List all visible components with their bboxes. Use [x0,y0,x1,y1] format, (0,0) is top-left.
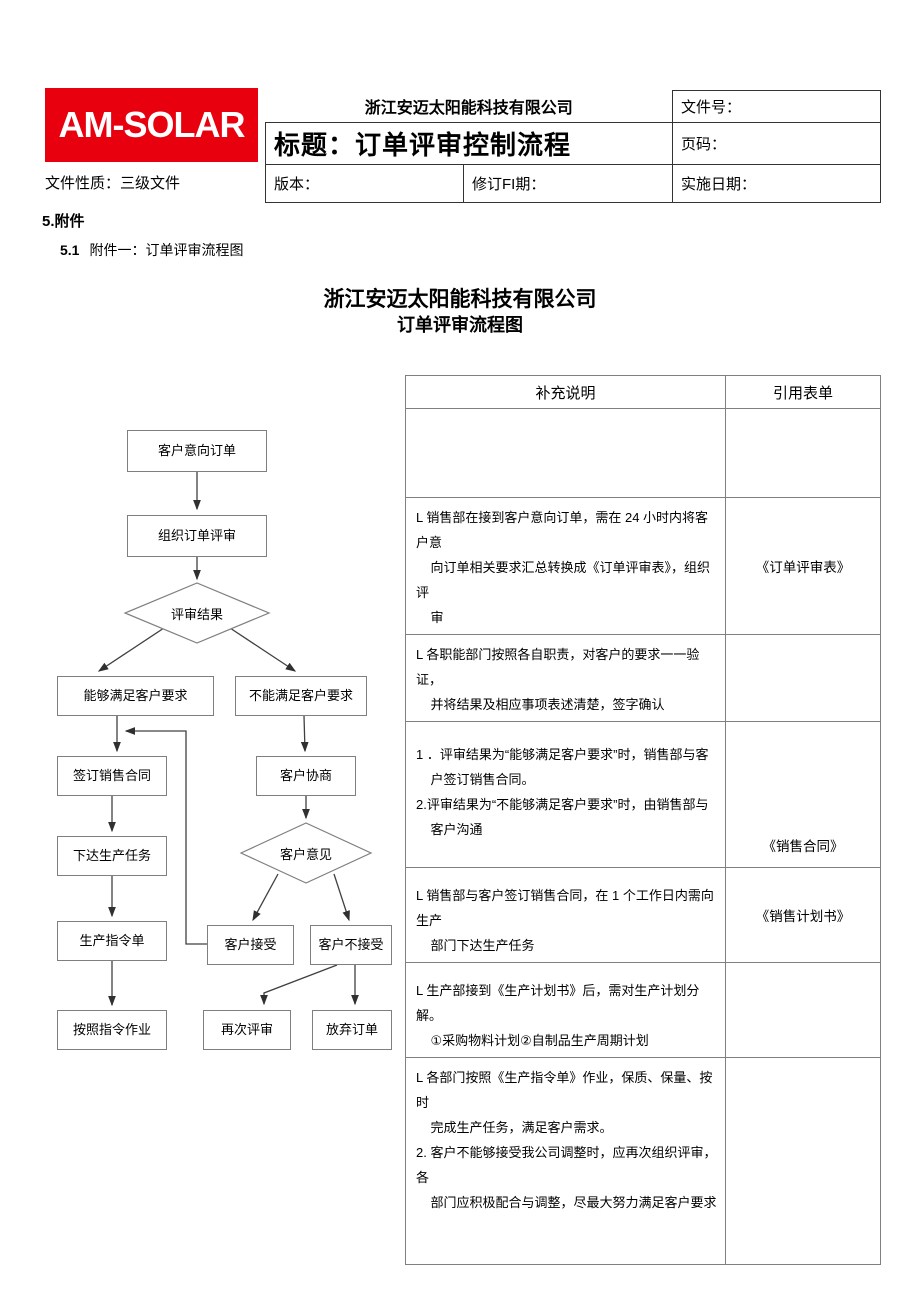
flow-node-production-order: 生产指令单 [57,921,167,961]
flow-node-customer-opinion: 客户意见 [279,846,332,862]
table-row: L 销售部与客户签订销售合同，在 1 个工作日内需向生产 部门下达生产任务 《销… [405,867,881,963]
form-cell [725,408,881,498]
flow-node-negotiate: 客户协商 [256,756,356,796]
col-header-forms: 引用表单 [725,375,881,409]
form-cell: 《销售合同》 [725,721,881,868]
note-cell: L 销售部在接到客户意向订单，需在 24 小时内将客户意 向订单相关要求汇总转换… [405,497,726,635]
header-version: 版本： [265,164,464,203]
table-row: L 生产部接到《生产计划书》后，需对生产计划分解。 ①采购物料计划②自制品生产周… [405,962,881,1058]
note-cell: L 生产部接到《生产计划书》后，需对生产计划分解。 ①采购物料计划②自制品生产周… [405,962,726,1058]
header-impl-date: 实施日期： [672,164,882,203]
flow-node-review-result: 评审结果 [170,606,223,622]
flowchart-title-company: 浙江安迈太阳能科技有限公司 [323,288,597,311]
flow-node-accept: 客户接受 [207,925,294,965]
flow-node-not-accept: 客户不接受 [310,925,392,965]
table-row: L 各部门按照《生产指令单》作业，保质、保量、按时 完成生产任务，满足客户需求。… [405,1057,881,1265]
flow-node-cannot-meet: 不能满足客户要求 [235,676,367,716]
company-logo: AM-SOLAR [45,88,258,162]
header-page-no: 页码： [672,122,882,165]
note-cell [405,408,726,498]
note-cell: 1 ．评审结果为“能够满足客户要求”时，销售部与客 户签订销售合同。 2.评审结… [405,721,726,868]
flow-node-issue-task: 下达生产任务 [57,836,167,876]
section-subheading: 5.1 附件一：订单评审流程图 [60,240,243,260]
form-cell: 《订单评审表》 [725,497,881,635]
form-cell: 《销售计划书》 [725,867,881,963]
flow-node-work-per-order: 按照指令作业 [57,1010,167,1050]
section-heading: 5.附件 [42,213,85,230]
document-header-table: 浙江安迈太阳能科技有限公司 文件号： 标题：订单评审控制流程 页码： 版本： 修… [264,90,882,203]
note-cell: L 销售部与客户签订销售合同，在 1 个工作日内需向生产 部门下达生产任务 [405,867,726,963]
flowchart-title-name: 订单评审流程图 [397,315,523,335]
header-doc-title: 标题：订单评审控制流程 [264,122,674,165]
header-file-no: 文件号： [672,90,882,123]
flow-node-abandon: 放弃订单 [312,1010,392,1050]
form-cell [725,962,881,1058]
table-row: L 销售部在接到客户意向订单，需在 24 小时内将客户意 向订单相关要求汇总转换… [405,497,881,635]
table-row [405,408,881,498]
notes-table: 补充说明 引用表单 L 销售部在接到客户意向订单，需在 24 小时内将客户意 向… [405,375,881,1265]
section-sub-number: 5.1 [60,242,80,258]
form-cell [725,634,881,722]
flow-node-re-review: 再次评审 [203,1010,291,1050]
section-sub-text: 附件一：订单评审流程图 [89,242,244,258]
table-row: 1 ．评审结果为“能够满足客户要求”时，销售部与客 户签订销售合同。 2.评审结… [405,721,881,868]
flow-node-can-meet: 能够满足客户要求 [57,676,214,716]
flow-node-organize-review: 组织订单评审 [127,515,267,557]
table-header-row: 补充说明 引用表单 [405,375,881,409]
table-row: L 各职能部门按照各自职责，对客户的要求一一验证， 并将结果及相应事项表述清楚，… [405,634,881,722]
header-company-name: 浙江安迈太阳能科技有限公司 [364,100,573,118]
flow-node-sign-contract: 签订销售合同 [57,756,167,796]
note-cell: L 各部门按照《生产指令单》作业，保质、保量、按时 完成生产任务，满足客户需求。… [405,1057,726,1265]
col-header-notes: 补充说明 [405,375,726,409]
note-cell: L 各职能部门按照各自职责，对客户的要求一一验证， 并将结果及相应事项表述清楚，… [405,634,726,722]
flow-node-intent-order: 客户意向订单 [127,430,267,472]
header-revision-date: 修订FI期： [462,164,674,203]
form-cell [725,1057,881,1265]
logo-text: AM-SOLAR [58,104,246,145]
doc-nature-label: 文件性质：三级文件 [45,175,181,192]
